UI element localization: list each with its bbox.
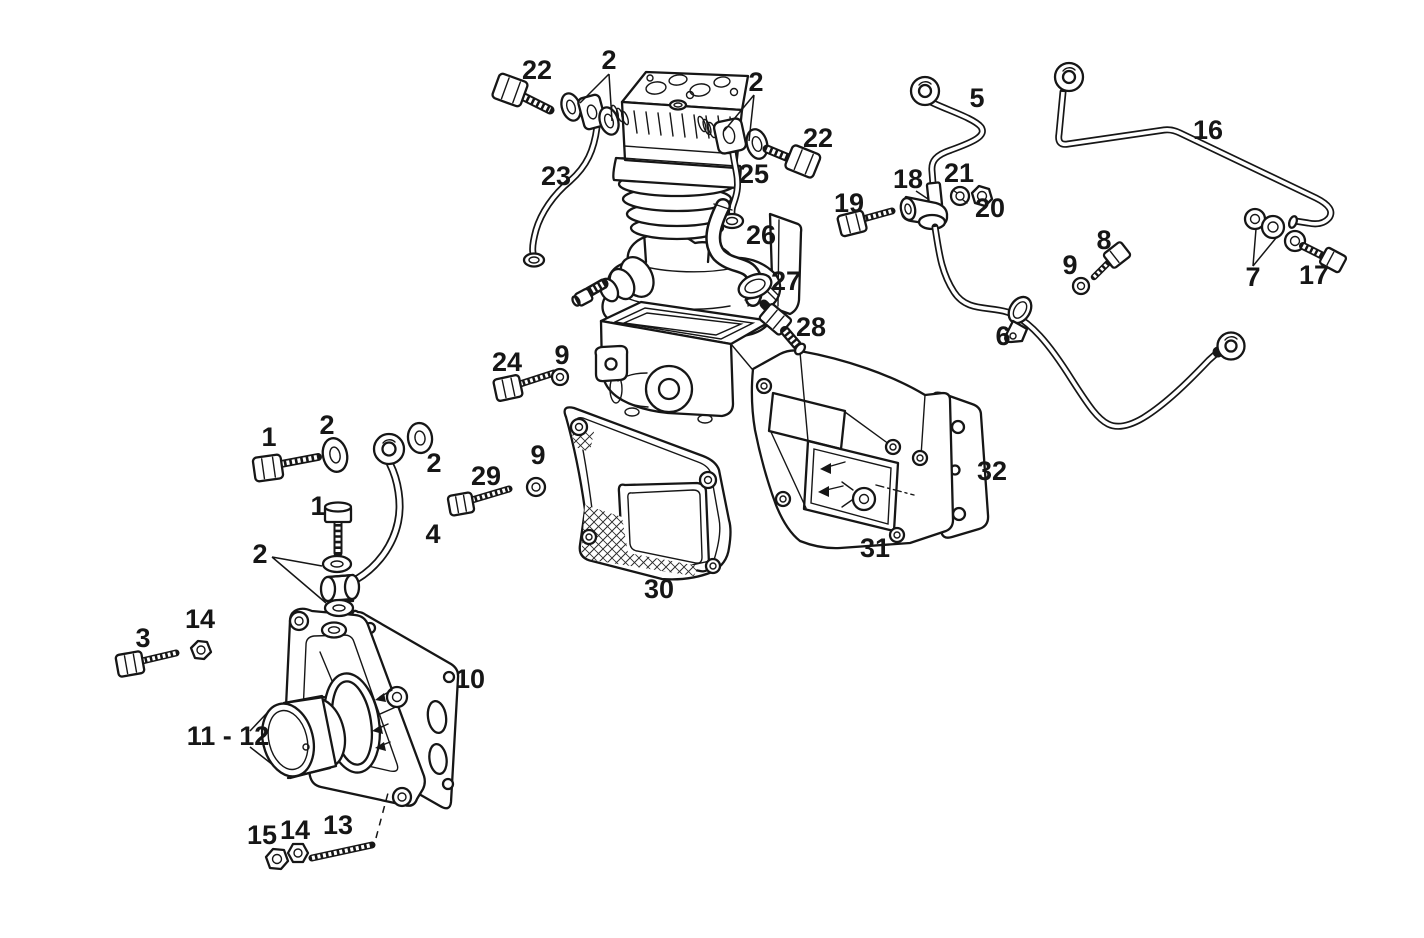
pipe-5 (909, 75, 986, 188)
label-18: 18 (893, 164, 923, 194)
gasket-30 (563, 406, 732, 581)
clamp-27 (737, 272, 780, 301)
label-26: 26 (746, 220, 776, 250)
label-19: 19 (834, 188, 864, 218)
nut-21 (949, 185, 971, 207)
nut-15 (264, 847, 290, 871)
banjo-fitting-right (697, 115, 769, 160)
fitting-28 (758, 299, 807, 356)
assembly-arrow (818, 461, 846, 497)
washer-9-left (525, 476, 547, 498)
label-6: 6 (995, 321, 1010, 351)
label-10: 10 (455, 664, 485, 694)
bolt-3 (114, 649, 180, 678)
label-3: 3 (135, 623, 150, 653)
label-5: 5 (969, 83, 984, 113)
washer-2-stack-upper (321, 554, 353, 574)
nut-20 (970, 184, 994, 208)
label-22-left: 22 (522, 55, 552, 85)
label-23: 23 (541, 161, 571, 191)
washer-2-upper (321, 437, 349, 473)
cylinder-head (620, 70, 750, 170)
label-9-left: 9 (530, 440, 545, 470)
label-8: 8 (1096, 225, 1111, 255)
banjo-union-4 (319, 573, 361, 603)
label-14-upper: 14 (185, 604, 215, 634)
label-28: 28 (796, 312, 826, 342)
label-30: 30 (644, 574, 674, 604)
label-2-washer: 2 (319, 410, 334, 440)
label-1-vertical: 1 (310, 491, 325, 521)
pipe-16 (1053, 61, 1335, 229)
bracket-31 (750, 349, 955, 550)
washer-2 (598, 106, 620, 136)
label-2-head-right: 2 (748, 67, 763, 97)
leader-lines (249, 73, 1277, 839)
fitting-18 (899, 181, 949, 231)
banjo-fitting-left (560, 92, 630, 136)
label-2-head-left: 2 (601, 45, 616, 75)
bolt-22-left (491, 72, 555, 115)
bolt-1-vertical (323, 501, 353, 558)
label-7: 7 (1245, 262, 1260, 292)
stud-13 (308, 841, 376, 862)
label-2-stack: 2 (252, 539, 267, 569)
crankshaft-nose (571, 256, 655, 307)
washer-2-hose (406, 421, 434, 455)
assembly-arrow (372, 689, 393, 751)
bolt-ear (288, 610, 310, 632)
bolt-1-upper (251, 453, 322, 483)
bushing-11-12 (260, 694, 347, 780)
bolt-ear (391, 786, 413, 808)
bolt-24 (492, 369, 558, 402)
label-21: 21 (944, 158, 974, 188)
label-25: 25 (739, 159, 769, 189)
washer-9-mid (550, 367, 570, 387)
label-9-mid: 9 (554, 340, 569, 370)
label-14-lower: 14 (280, 815, 310, 845)
washer-2 (745, 128, 769, 160)
label-24: 24 (492, 347, 522, 377)
bolt-29 (446, 485, 513, 517)
label-27: 27 (771, 266, 801, 296)
nut-14-upper (189, 639, 213, 661)
label-29: 29 (471, 461, 501, 491)
label-17: 17 (1299, 260, 1329, 290)
label-32: 32 (977, 456, 1007, 486)
label-2-hose: 2 (426, 448, 441, 478)
washer-9-right (1071, 276, 1091, 296)
label-11-12: 11 - 12 (187, 721, 270, 751)
label-13: 13 (323, 810, 353, 840)
washers-7 (1243, 207, 1286, 240)
bolt-22-right (762, 144, 822, 179)
label-22-right: 22 (803, 123, 833, 153)
bolt-17 (1283, 229, 1348, 274)
bolt-ear (385, 685, 409, 709)
nut-14-lower (286, 842, 310, 864)
hose-4 (353, 432, 406, 583)
label-1-left: 1 (261, 422, 276, 452)
label-4: 4 (425, 519, 440, 549)
bolt-8 (1090, 241, 1132, 281)
label-9-pipe: 9 (1062, 250, 1077, 280)
label-16: 16 (1193, 115, 1223, 145)
washer-2-stack-lower (323, 598, 355, 618)
clamp-6 (1004, 295, 1033, 344)
label-20: 20 (975, 193, 1005, 223)
pipe-23 (522, 123, 601, 268)
bolt-19 (836, 207, 896, 238)
label-15: 15 (247, 820, 277, 850)
pipe-6 (931, 223, 1246, 430)
label-31: 31 (860, 533, 890, 563)
